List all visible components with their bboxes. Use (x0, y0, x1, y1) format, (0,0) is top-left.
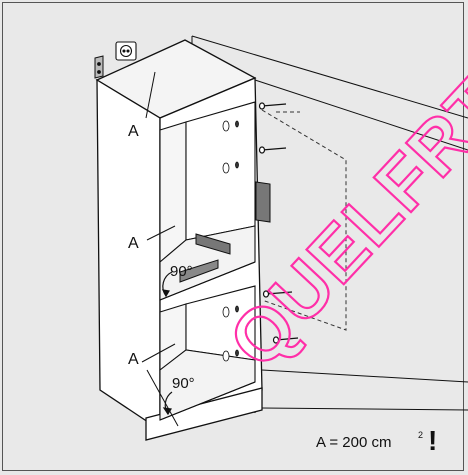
angle-label-upper: 90° (170, 263, 193, 280)
vent-pointers (141, 71, 179, 427)
formula-text: A = 200 cm (316, 434, 391, 451)
vent-label-lower: A (128, 351, 139, 368)
door-outline (261, 109, 347, 331)
vent-label-top: A (128, 123, 139, 140)
angle-label-lower: 90° (172, 375, 195, 392)
screws (258, 102, 299, 344)
warning-mark: ! (428, 425, 437, 456)
angle-arcs (161, 271, 173, 416)
hinge-brackets (179, 181, 271, 283)
formula-exponent: 2 (418, 430, 423, 440)
mounting-bracket-icon (94, 55, 104, 79)
screw-holes (222, 120, 239, 362)
power-outlet-icon (115, 41, 137, 61)
vent-label-upper: A (128, 235, 139, 252)
lower-compartment (159, 285, 256, 421)
vent-area-formula: A = 200 cm 2 ! (316, 425, 437, 456)
